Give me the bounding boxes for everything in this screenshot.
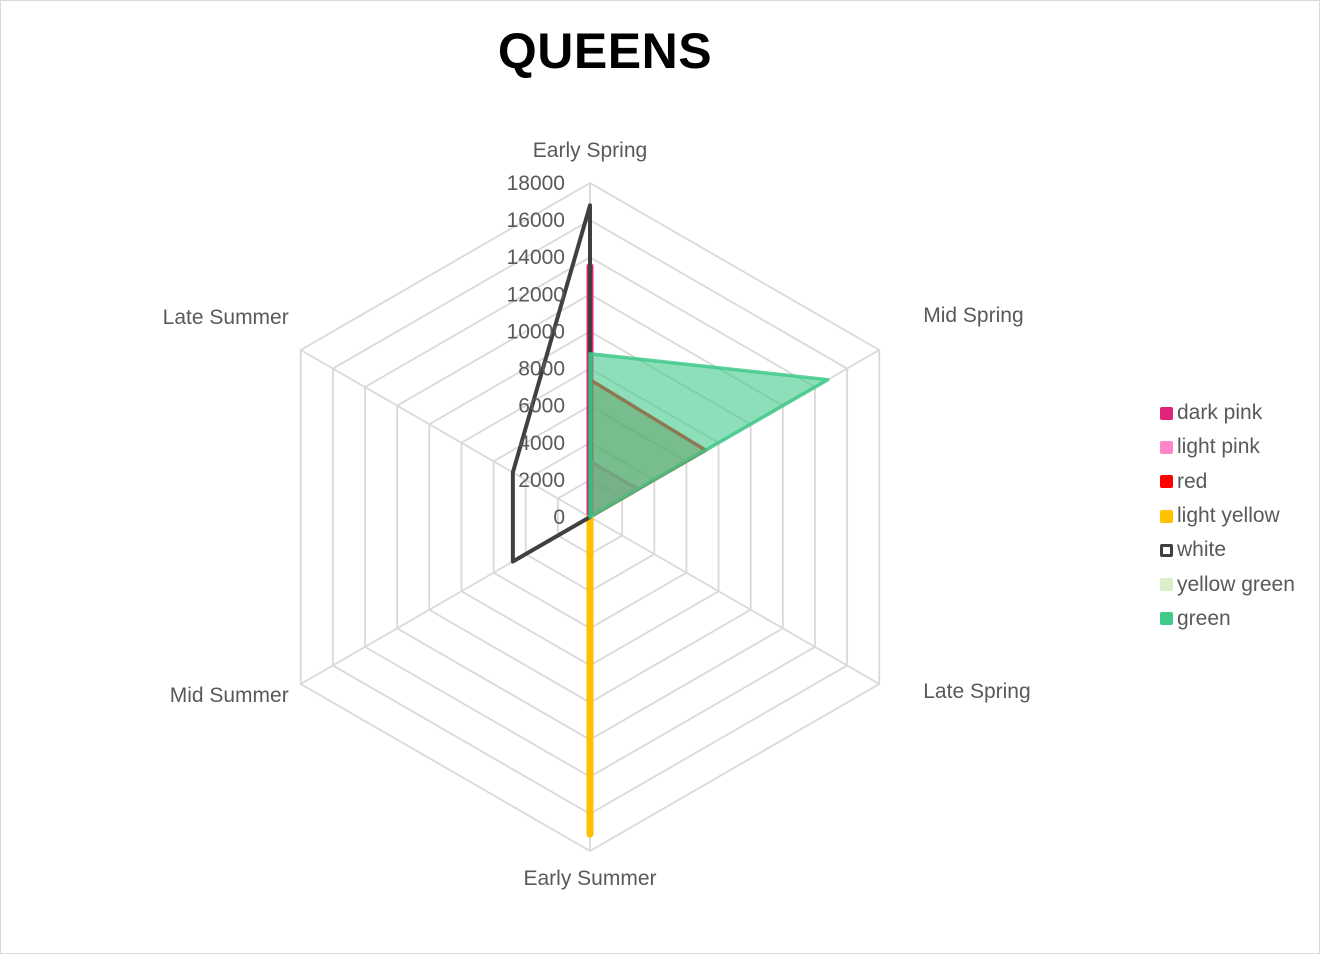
legend-item: light yellow bbox=[1160, 499, 1295, 533]
series-green bbox=[588, 351, 830, 519]
r-tick-label: 12000 bbox=[507, 283, 565, 306]
legend-swatch bbox=[1160, 612, 1173, 626]
legend-label: green bbox=[1177, 606, 1231, 630]
legend-item: red bbox=[1160, 465, 1295, 499]
r-tick-label: 14000 bbox=[507, 246, 565, 269]
grid-spoke bbox=[589, 516, 880, 685]
radar-labels: 0 2000 4000 6000 8000 10000 12000 14000 16000 180… bbox=[163, 139, 1031, 890]
category-label: Early Summer bbox=[523, 867, 656, 890]
legend-swatch bbox=[1160, 509, 1173, 523]
legend-label: light yellow bbox=[1177, 504, 1280, 528]
legend-swatch bbox=[1160, 543, 1173, 557]
chart-title: QUEENS bbox=[497, 23, 713, 79]
category-label: Mid Summer bbox=[170, 684, 289, 707]
legend-swatch bbox=[1160, 578, 1173, 592]
legend-item: yellow green bbox=[1160, 567, 1295, 601]
legend-item: white bbox=[1160, 533, 1295, 567]
legend-swatch bbox=[1160, 475, 1173, 489]
r-tick-label: 6000 bbox=[518, 395, 565, 418]
legend-label: yellow green bbox=[1177, 572, 1295, 596]
category-label: Late Summer bbox=[163, 306, 289, 329]
r-tick-label: 18000 bbox=[507, 172, 565, 195]
r-tick-label: 0 bbox=[553, 506, 565, 529]
grid-spoke bbox=[300, 349, 591, 518]
r-tick-label: 4000 bbox=[518, 432, 565, 455]
legend-swatch bbox=[1160, 440, 1173, 454]
legend-swatch bbox=[1160, 406, 1173, 420]
legend-label: light pink bbox=[1177, 435, 1260, 459]
category-label: Late Spring bbox=[923, 680, 1030, 703]
r-tick-label: 2000 bbox=[518, 469, 565, 492]
legend-label: red bbox=[1177, 469, 1208, 493]
legend-item: light pink bbox=[1160, 430, 1295, 464]
legend-label: white bbox=[1177, 538, 1227, 562]
r-tick-label: 10000 bbox=[507, 320, 565, 343]
legend-item: green bbox=[1160, 602, 1295, 636]
category-label: Early Spring bbox=[533, 139, 647, 162]
radar-series bbox=[510, 203, 830, 838]
r-tick-label: 16000 bbox=[507, 209, 565, 232]
legend-item: dark pink bbox=[1160, 396, 1295, 430]
legend-label: dark pink bbox=[1177, 401, 1263, 425]
category-label: Mid Spring bbox=[923, 304, 1023, 327]
legend: dark pink light pink red light yellow white y… bbox=[1160, 396, 1295, 636]
r-tick-label: 8000 bbox=[518, 358, 565, 381]
